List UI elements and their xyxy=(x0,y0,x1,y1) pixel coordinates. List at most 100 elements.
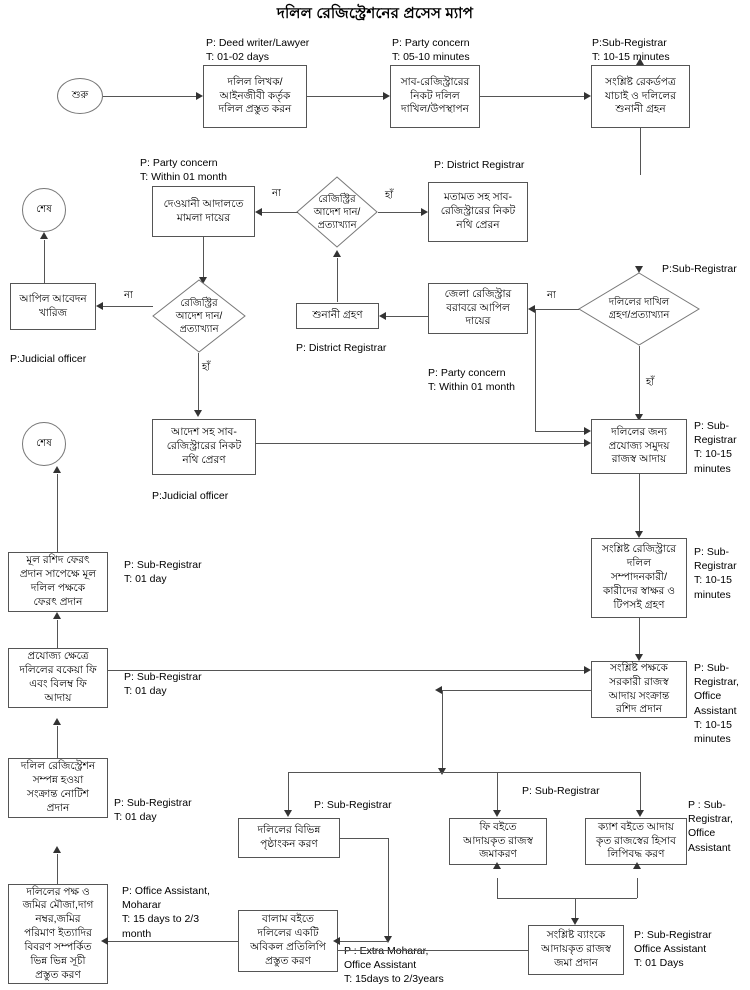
edge-verify-down xyxy=(640,128,641,175)
node-order-send-file[interactable]: আদেশ সহ সাব- রেজিস্ট্রারের নিকট নথি প্রে… xyxy=(152,419,256,475)
note-subregistrar-decision: P:Sub-Registrar xyxy=(662,263,737,275)
node-verify-records[interactable]: সংশ্লিষ্ট রেকর্ডপত্র যাচাই ও দলিলের শুনা… xyxy=(591,65,690,128)
arrow-civil-to-decision2 xyxy=(199,277,207,284)
note-party-month: P: Party concern T: Within 01 month xyxy=(140,157,227,184)
arrow-verify-to-decision3 xyxy=(635,266,643,273)
node-index-prepare[interactable]: দলিলের পক্ষ ও জমির মৌজা,দাগ নম্বর,জমির প… xyxy=(8,884,108,984)
node-balam-copy[interactable]: বালাম বইতে দলিলের একটি অবিকল প্রতিলিপি প… xyxy=(238,910,338,972)
node-collect-revenue[interactable]: দলিলের জন্য প্রযোজ্য সমুদয় রাজস্ব আদায় xyxy=(591,419,687,474)
node-end-mid[interactable]: শেষ xyxy=(22,422,66,466)
node-start[interactable]: শুরু xyxy=(57,78,103,114)
edge-no-to-revenue xyxy=(535,431,584,432)
edge-branch-bus xyxy=(288,772,640,773)
arrow-appeal-to-hearing xyxy=(379,312,386,320)
node-notice-complete[interactable]: দলিল রেজিস্ট্রেশন সম্পন্ন হওয়া সংক্রান্… xyxy=(8,758,108,818)
edge-order-to-revenue xyxy=(256,443,584,444)
edge-start-to-deed xyxy=(103,96,196,97)
node-district-appeal[interactable]: জেলা রেজিস্ট্রার বরাবরে আপিল দায়ের xyxy=(428,283,528,334)
node-cash-book[interactable]: ক্যাশ বইতে আদায় কৃত রাজস্বের হিসাব লিপি… xyxy=(585,818,687,865)
arrow-start-to-deed xyxy=(196,92,203,100)
edge-signature-to-receipt xyxy=(639,618,640,654)
edge-cashbook-up-stub xyxy=(637,878,638,898)
arrow-index-to-notice xyxy=(53,846,61,853)
decision-accept-reject[interactable]: দলিলের দাখিল গ্রহণ/প্রত্যাখ্যান xyxy=(578,272,700,346)
arrow-receipt-left xyxy=(435,686,442,694)
edge-decision3-no xyxy=(535,309,579,310)
edge-branch-to-feebook xyxy=(497,772,498,810)
node-deed-prepare[interactable]: দলিল লিখক/ আইনজীবী কর্তৃক দলিল প্রস্তুত … xyxy=(203,65,307,128)
node-submit-subregistrar[interactable]: সাব-রেজিস্ট্রারের নিকট দলিল দাখিল/উপস্থা… xyxy=(390,65,480,128)
arrow-deed-to-submit xyxy=(383,92,390,100)
arrow-to-balam xyxy=(333,937,340,945)
arrow-branch-to-endorsement xyxy=(284,810,292,817)
note-subregistrar-top: P:Sub-Registrar T: 10-15 minutes xyxy=(592,37,670,64)
edge-return-to-end xyxy=(57,474,58,552)
arrow-decision3-to-revenue xyxy=(635,414,643,421)
node-civil-court-case[interactable]: দেওয়ানী আদালতে মামলা দায়ের xyxy=(152,186,255,237)
note-subregistrar-feebook: P: Sub-Registrar xyxy=(522,785,600,797)
note-judicial-officer-appeal: P:Judicial officer xyxy=(10,353,87,365)
arrow-revenue-to-signature xyxy=(635,531,643,538)
node-bank-deposit[interactable]: সংশ্লিষ্ট ব্যাংকে আদায়কৃত রাজস্ব জমা প্… xyxy=(528,925,624,975)
edge-appeal-to-end xyxy=(44,240,45,283)
arrow-receipt-branch-down xyxy=(438,768,446,775)
arrow-submit-to-verify xyxy=(584,92,591,100)
edge-endorsement-right xyxy=(340,838,388,839)
arrow-branch-to-feebook xyxy=(493,810,501,817)
edge-appeal-to-hearing xyxy=(386,316,428,317)
node-return-original[interactable]: মূল রশিদ ফেরৎ প্রদান সাপেক্ষে মূল দলিল প… xyxy=(8,552,108,612)
arrow-appeal-to-end xyxy=(40,232,48,239)
edge-label-yes-1: হাঁ xyxy=(385,190,394,201)
edge-balam-to-bank xyxy=(338,950,528,951)
node-signature-collect[interactable]: সংশ্লিষ্ট রেজিস্ট্রারে দলিল সম্পাদনকারী/… xyxy=(591,538,687,618)
decision-registry-order-1[interactable]: রেজিস্ট্রির আদেশ দান/ প্রত্যাখ্যান xyxy=(296,176,378,248)
edge-branch-to-endorsement xyxy=(288,772,289,810)
note-subregistrar-signature: P: Sub- Registrar T: 10-15 minutes xyxy=(694,546,737,601)
edge-branch-to-cashbook xyxy=(640,772,641,810)
node-due-fee[interactable]: প্রযোজ্য ক্ষেত্রে দলিলের বকেয়া ফি এবং ব… xyxy=(8,648,108,708)
edge-label-no-3: না xyxy=(547,290,556,301)
node-send-file-opinion[interactable]: মতামত সহ সাব- রেজিস্ট্রারের নিকট নথি প্র… xyxy=(428,182,528,242)
edge-revenue-to-signature xyxy=(639,474,640,531)
arrow-decision2-to-order xyxy=(194,410,202,417)
edge-bank-bus xyxy=(497,898,637,899)
node-endorsement[interactable]: দলিলের বিভিন্ন পৃষ্ঠাংকন করণ xyxy=(238,818,340,858)
edge-deed-to-submit xyxy=(307,96,383,97)
note-subregistrar-revenue: P: Sub- Registrar T: 10-15 minutes xyxy=(694,420,737,475)
edge-balam-to-index xyxy=(108,941,238,942)
node-receipt-issue[interactable]: সংশ্লিষ্ট পক্ষকে সরকারী রাজস্ব আদায় সংক… xyxy=(591,661,687,718)
arrow-to-feebook-up xyxy=(493,862,501,869)
node-fee-book[interactable]: ফি বইতে আদায়কৃত রাজস্ব জমাকরণ xyxy=(449,818,547,865)
note-deed-writer: P: Deed writer/Lawyer T: 01-02 days xyxy=(206,37,310,64)
edge-decision3-no-down xyxy=(535,309,536,431)
decision-registry-order-2[interactable]: রেজিস্ট্রির আদেশ দান/ প্রত্যাখ্যান xyxy=(152,279,246,353)
diamond-shape xyxy=(296,176,378,248)
edge-bank-up xyxy=(575,898,576,918)
decision-registry-order-1-label: রেজিস্ট্রির আদেশ দান/ প্রত্যাখ্যান xyxy=(313,193,361,231)
arrow-return-to-end xyxy=(53,466,61,473)
edge-notice-to-duefee xyxy=(57,726,58,758)
edge-endorsement-down xyxy=(388,838,389,936)
edge-duefee-to-return xyxy=(57,620,58,648)
note-subregistrar-due: P: Sub-Registrar T: 01 day xyxy=(124,671,202,698)
note-party-concern: P: Party concern T: 05-10 minutes xyxy=(392,37,470,64)
node-appeal-rejected[interactable]: আপিল আবেদন খারিজ xyxy=(10,283,96,330)
node-end-top[interactable]: শেষ xyxy=(22,188,66,232)
note-subregistrar-notice: P: Sub-Registrar T: 01 day xyxy=(114,797,192,824)
edge-decision2-no xyxy=(103,306,153,307)
note-subregistrar-cashbook: P : Sub- Registrar, Office Assistant xyxy=(688,799,733,854)
edge-label-yes-3: হাঁ xyxy=(646,377,655,388)
edge-receipt-down xyxy=(442,690,443,768)
edge-decision1-no xyxy=(262,212,298,213)
edge-civil-down xyxy=(203,237,204,277)
arrow-order-to-revenue xyxy=(584,439,591,447)
edge-hearing-to-decision1 xyxy=(337,258,338,302)
node-hearing[interactable]: শুনানী গ্রহণ xyxy=(296,303,379,329)
edge-decision3-yes xyxy=(639,346,640,414)
note-bank: P: Sub-Registrar Office Assistant T: 01 … xyxy=(634,929,712,970)
arrow-to-cashbook-up xyxy=(633,862,641,869)
arrow-branch-to-cashbook xyxy=(636,810,644,817)
arrow-decision3-no xyxy=(528,305,535,313)
page-title: দলিল রেজিস্ট্রেশনের প্রসেস ম্যাপ xyxy=(276,5,474,22)
